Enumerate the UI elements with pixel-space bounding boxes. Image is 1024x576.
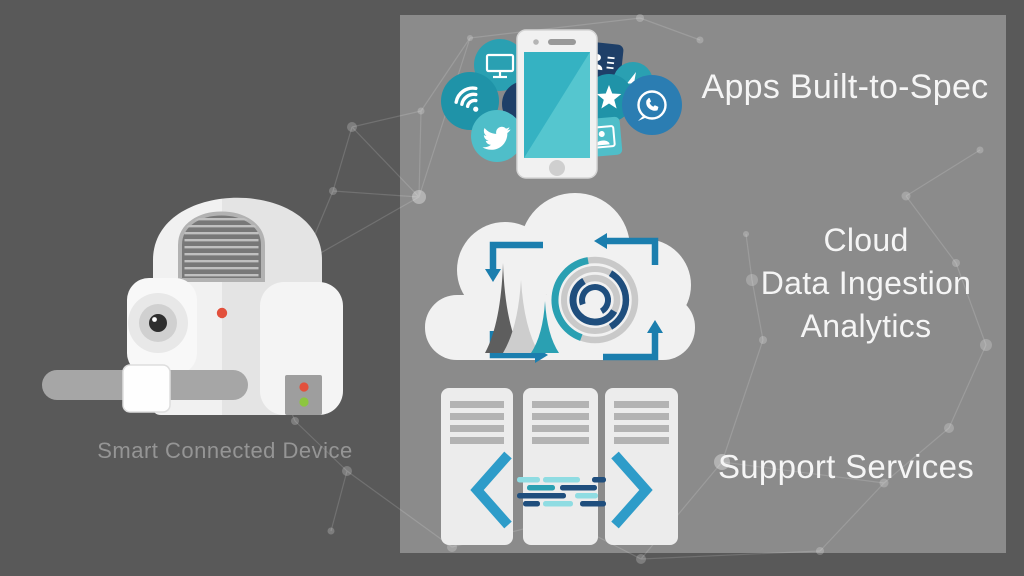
cloud-label-line-1: Cloud [823, 222, 909, 258]
indicator-panel [285, 375, 322, 415]
led-red-icon [299, 382, 309, 392]
smart-device-illustration [42, 197, 343, 415]
front-camera-icon [533, 39, 539, 45]
server-rack [605, 388, 678, 545]
side-device-pod [260, 282, 343, 415]
code-lines [517, 477, 606, 507]
camera-lens-highlight [152, 317, 157, 322]
led-green-icon [299, 397, 309, 407]
smartphone-with-app-icons [441, 29, 682, 179]
mesh-edges [261, 17, 987, 560]
device-label: Smart Connected Device [97, 438, 353, 463]
camera-lens [149, 314, 167, 332]
server-rack [523, 388, 598, 545]
cloud-analytics-illustration [425, 193, 695, 363]
spike-chart-icon [485, 263, 559, 353]
cloud-label-line-2: Data Ingestion [760, 265, 972, 301]
server-racks-illustration [441, 388, 678, 545]
speaker-slot-icon [548, 39, 576, 45]
smartphone-screen-glare [524, 52, 590, 158]
right-angle-bracket-icon [611, 451, 653, 529]
apps-section-label: Apps Built-to-Spec [701, 68, 989, 106]
speaker-grille [178, 211, 265, 282]
left-angle-bracket-icon [470, 451, 512, 529]
radial-chart-icon [551, 256, 639, 344]
camera-pod [127, 278, 197, 375]
support-section-label: Support Services [717, 448, 975, 485]
smartphone-body [516, 29, 598, 179]
whatsapp-icon [622, 75, 682, 135]
smartwatch-face [122, 364, 171, 413]
status-led-icon [216, 307, 228, 319]
twitter-icon [471, 110, 523, 162]
cloud-section-label: Cloud Data Ingestion Analytics [740, 219, 992, 348]
cloud-label-line-3: Analytics [800, 308, 932, 344]
home-button-icon [549, 160, 565, 176]
